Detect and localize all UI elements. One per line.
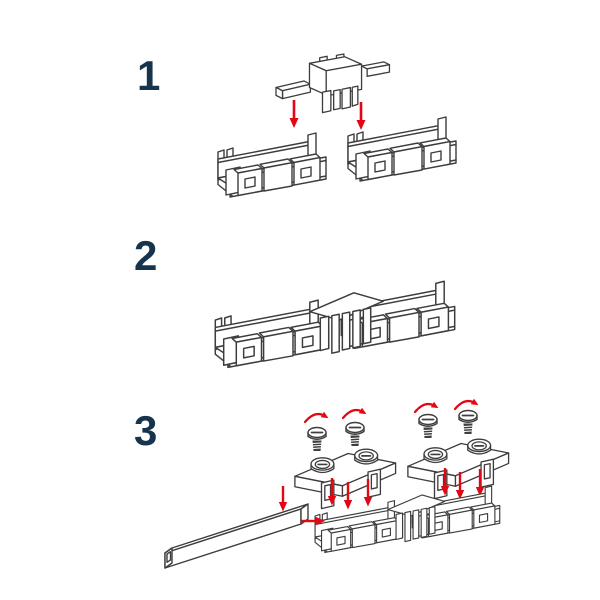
step-1-illustration [217, 53, 457, 198]
screw-part [418, 413, 438, 439]
red-down-arrow-icon [278, 486, 288, 512]
rotate-cw-arrow-icon [341, 406, 368, 420]
screw-part [345, 421, 365, 447]
rotate-cw-arrow-icon [453, 397, 480, 411]
red-down-arrow-icon [475, 469, 485, 497]
mounting-tray-right-part [347, 116, 457, 182]
step-1-number: 1 [137, 52, 161, 99]
step-3-number: 3 [134, 407, 158, 454]
red-down-arrow-icon [289, 100, 299, 128]
rotate-cw-arrow-icon [303, 410, 330, 424]
screw-part [307, 426, 327, 452]
red-down-arrow-icon [327, 478, 337, 506]
red-down-arrow-icon [356, 102, 366, 130]
red-down-arrow-icon [455, 472, 465, 500]
red-down-arrow-icon [440, 468, 450, 496]
step-2-number: 2 [134, 232, 158, 279]
screw-part [458, 409, 478, 435]
assembled-rail-part [215, 281, 454, 367]
rotate-cw-arrow-icon [413, 400, 440, 414]
red-right-arrow-icon [301, 516, 325, 526]
clamp-cover-right-part [407, 438, 510, 500]
red-down-arrow-icon [363, 479, 373, 507]
step-2-illustration [215, 278, 467, 372]
red-down-arrow-icon [343, 482, 353, 510]
profile-bar-part [164, 503, 309, 569]
clamp-cover-left-part [294, 448, 397, 510]
step-3-illustration [164, 397, 510, 569]
mounting-tray-left-part [217, 132, 327, 198]
